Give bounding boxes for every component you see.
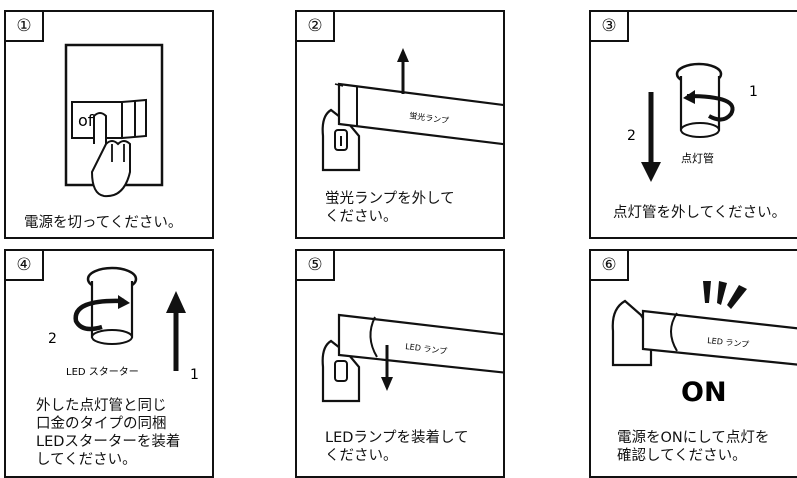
led-tube xyxy=(641,309,797,366)
on-indicator: ON xyxy=(681,377,727,408)
arrow-number-1: 1 xyxy=(190,367,199,383)
step-number: ④ xyxy=(6,251,44,281)
step-caption: 蛍光ランプを外して ください。 xyxy=(325,191,455,225)
install-led-starter-illustration: 2 1 LED スターター xyxy=(48,266,199,383)
arrow-number-2: 2 xyxy=(627,128,636,144)
step-number: ⑥ xyxy=(591,251,629,281)
step-6-panel: ⑥ LED ランプ ON 電源をONにして点灯を 確認してください。 xyxy=(589,249,797,478)
step-number: ⑤ xyxy=(297,251,335,281)
install-led-tube-illustration: LED ランプ xyxy=(321,313,503,403)
step-caption: LEDランプを装着して ください。 xyxy=(325,430,469,464)
step-number: ① xyxy=(6,12,44,42)
step-number: ② xyxy=(297,12,335,42)
remove-fluorescent-tube-illustration: 蛍光ランプ xyxy=(321,48,503,172)
step-1-panel: ① off 電源を切ってください。 xyxy=(4,10,214,239)
rotate-arrow-icon xyxy=(73,298,125,332)
power-on-illustration: LED ランプ ON xyxy=(611,281,797,408)
arrow-number-2: 2 xyxy=(48,331,57,347)
step-caption: 電源を切ってください。 xyxy=(24,215,183,231)
starter-label: 点灯管 xyxy=(681,151,714,165)
step-4-panel: ④ 2 1 LED スターター 外した点灯管と同じ 口金のタイプの同梱 LEDス… xyxy=(4,249,214,478)
light-switch-illustration: off xyxy=(64,43,164,198)
step-2-panel: ② 蛍光ランプ 蛍光ランプを外して ください。 xyxy=(295,10,505,239)
step-number: ③ xyxy=(591,12,629,42)
tube-label: LED ランプ xyxy=(707,336,750,349)
arrow-number-1: 1 xyxy=(749,84,758,100)
step-caption: 点灯管を外してください。 xyxy=(613,205,787,221)
remove-starter-illustration: 1 2 点灯管 xyxy=(627,62,758,182)
step-5-panel: ⑤ LED ランプ LEDランプを装着して ください。 xyxy=(295,249,505,478)
step-caption: 電源をONにして点灯を 確認してください。 xyxy=(617,430,770,464)
led-tube xyxy=(337,313,503,374)
step-3-panel: ③ 1 2 点灯管 点灯管を外してください。 xyxy=(589,10,797,239)
step-caption: 外した点灯管と同じ 口金のタイプの同梱 LEDスターターを装着 してください。 xyxy=(36,398,181,468)
finger-hand-icon xyxy=(90,112,131,198)
rotate-arrow-icon xyxy=(686,94,735,122)
fluorescent-tube xyxy=(337,82,503,146)
led-starter-label: LED スターター xyxy=(66,366,139,378)
light-ray-icon xyxy=(703,281,711,303)
